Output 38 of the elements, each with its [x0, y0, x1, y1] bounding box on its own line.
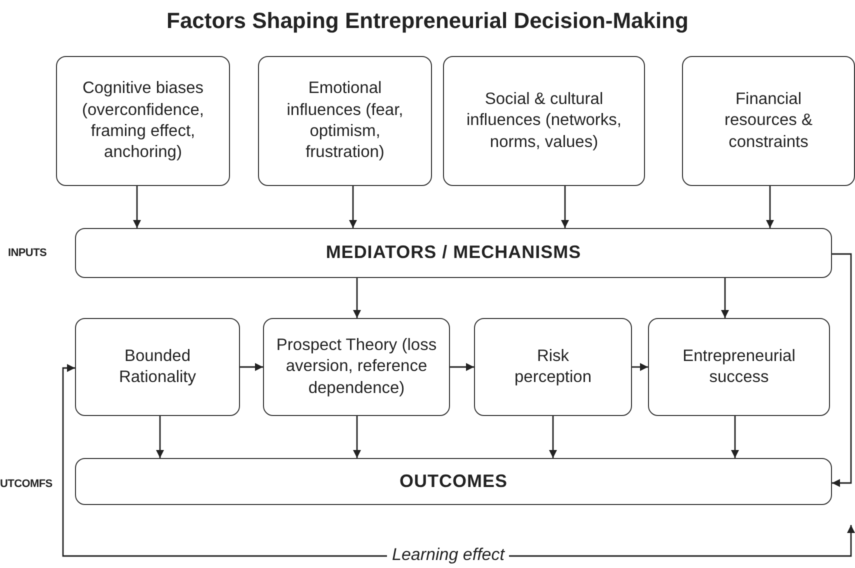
arrow — [156, 416, 164, 458]
arrow — [832, 253, 852, 487]
node-text: Entrepreneurial success — [682, 346, 796, 388]
arrow — [349, 186, 357, 228]
factor-box — [648, 318, 830, 416]
arrow — [731, 416, 739, 458]
arrow — [450, 363, 474, 371]
node-text: Financial resources & constraints — [723, 88, 814, 153]
arrow — [549, 416, 557, 458]
node-text: Social & cultural influences (networks, norms, values) — [466, 88, 622, 153]
stage-band — [75, 228, 832, 278]
node-text: Prospect Theory (loss aversion, reference dependence) — [275, 334, 438, 399]
node-text: OUTCOMES — [398, 470, 508, 493]
factor-box — [75, 318, 240, 416]
factor-box — [56, 56, 230, 186]
diagram-title: Factors Shaping Entrepreneurial Decision-Making — [166, 8, 690, 34]
factor-box — [258, 56, 432, 186]
stage-band — [75, 458, 832, 505]
arrow — [240, 363, 263, 371]
factor-box — [443, 56, 645, 186]
node-text: Cognitive biases (overconfidence, framing effect, anchoring) — [81, 78, 205, 164]
arrow — [353, 278, 361, 318]
node-text: Bounded Rationality — [118, 346, 198, 388]
arrow — [632, 363, 648, 371]
row-label: UTCOMFS — [0, 478, 52, 490]
arrow — [721, 278, 729, 318]
arrow — [133, 186, 141, 228]
node-text: Emotional influences (fear, optimism, frustration) — [286, 78, 404, 164]
arrow — [766, 186, 774, 228]
arrow — [353, 416, 361, 458]
node-text: MEDIATORS / MECHANISMS — [324, 241, 582, 264]
factor-box — [474, 318, 632, 416]
edge-label: Learning effect — [387, 545, 510, 565]
row-label: INPUTS — [8, 247, 47, 259]
factor-box — [263, 318, 450, 416]
factor-box — [682, 56, 855, 186]
node-text: Risk perception — [513, 346, 593, 388]
arrow — [561, 186, 569, 228]
